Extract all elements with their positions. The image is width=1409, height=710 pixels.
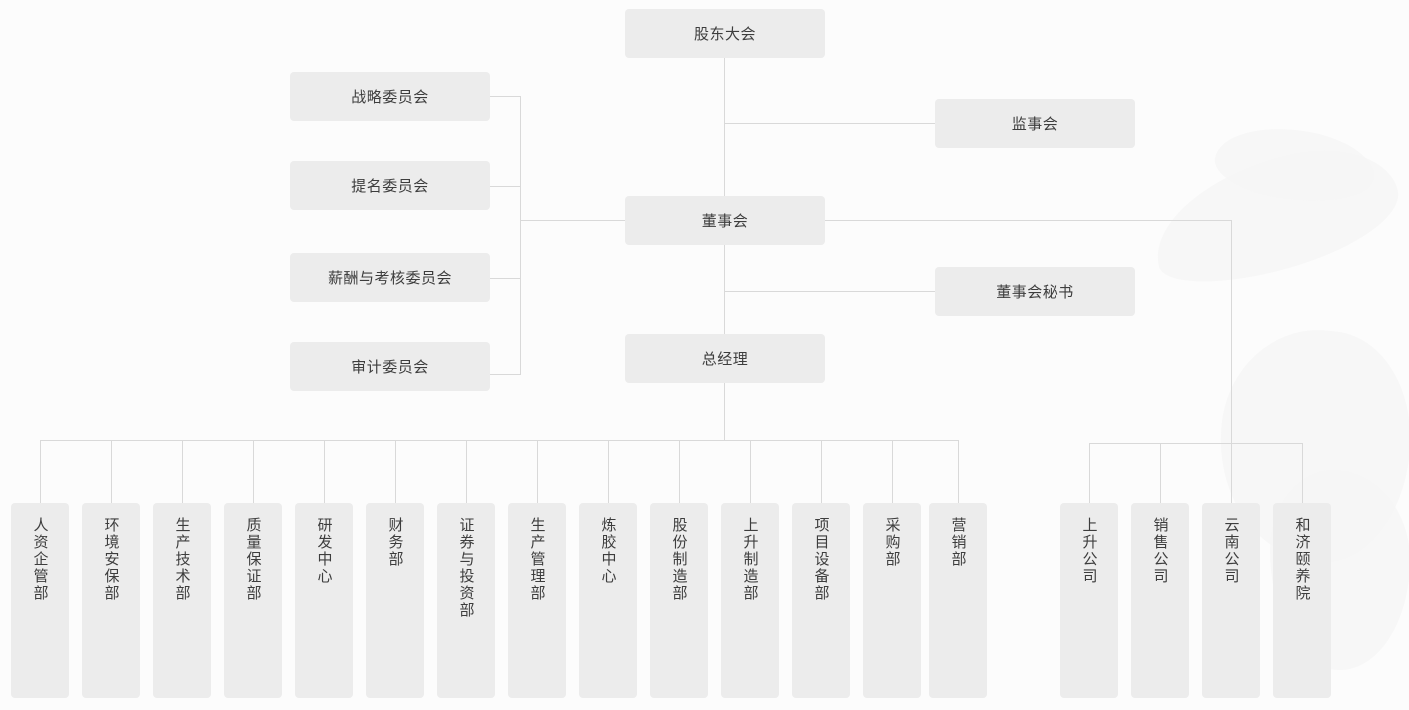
- connector-department-drop-6: [395, 440, 396, 503]
- node-label: 董事会秘书: [996, 284, 1074, 301]
- node-label: 股东大会: [693, 26, 756, 43]
- node-label: 云南公司: [1222, 517, 1240, 585]
- node-department-rubber-mixing-center[interactable]: 炼胶中心: [579, 503, 637, 698]
- node-subsidiary-shangsheng-company[interactable]: 上升公司: [1060, 503, 1118, 698]
- connector-department-drop-1: [40, 440, 41, 503]
- node-label: 股份制造部: [670, 517, 688, 602]
- node-label: 环境安保部: [102, 517, 120, 602]
- connector-department-drop-14: [958, 440, 959, 503]
- node-general-manager[interactable]: 总经理: [625, 334, 825, 383]
- connector-board-to-committee-bus: [520, 220, 625, 221]
- node-label: 董事会: [701, 213, 749, 230]
- connector-committee-3: [490, 278, 520, 279]
- connector-committee-4: [490, 374, 520, 375]
- connector-board-to-secretary-drop: [724, 244, 725, 291]
- connector-committee-1: [490, 96, 520, 97]
- node-department-shareholding-manufacturing[interactable]: 股份制造部: [650, 503, 708, 698]
- node-label: 证券与投资部: [457, 517, 475, 619]
- connector-shareholders-to-board: [724, 58, 725, 196]
- background-watermark-shape: [1140, 131, 1409, 299]
- node-department-production-management[interactable]: 生产管理部: [508, 503, 566, 698]
- node-label: 营销部: [949, 517, 967, 568]
- node-label: 提名委员会: [351, 178, 429, 195]
- node-label: 和济颐养院: [1293, 517, 1311, 602]
- node-department-project-equipment[interactable]: 项目设备部: [792, 503, 850, 698]
- node-label: 炼胶中心: [599, 517, 617, 585]
- node-department-environment-security[interactable]: 环境安保部: [82, 503, 140, 698]
- node-shareholders-meeting[interactable]: 股东大会: [625, 9, 825, 58]
- connector-subsidiary-drop-4: [1302, 443, 1303, 503]
- connector-subsidiary-drop-2: [1160, 443, 1161, 503]
- connector-gm-to-department-bus: [724, 383, 725, 440]
- connector-subsidiary-drop-3: [1231, 443, 1232, 503]
- connector-department-drop-4: [253, 440, 254, 503]
- connector-department-drop-12: [821, 440, 822, 503]
- node-department-shangsheng-manufacturing[interactable]: 上升制造部: [721, 503, 779, 698]
- node-department-hr-enterprise-management[interactable]: 人资企管部: [11, 503, 69, 698]
- node-label: 质量保证部: [244, 517, 262, 602]
- connector-subsidiary-bus: [1089, 443, 1302, 444]
- node-label: 总经理: [701, 351, 749, 368]
- node-department-quality-assurance[interactable]: 质量保证部: [224, 503, 282, 698]
- connector-department-drop-7: [466, 440, 467, 503]
- background-watermark-shape: [1210, 116, 1380, 214]
- connector-department-drop-2: [111, 440, 112, 503]
- node-board-secretary[interactable]: 董事会秘书: [935, 267, 1135, 316]
- node-label: 生产管理部: [528, 517, 546, 602]
- node-label: 审计委员会: [351, 359, 429, 376]
- node-committee-strategy[interactable]: 战略委员会: [290, 72, 490, 121]
- connector-committee-bus: [520, 96, 521, 375]
- node-department-rnd-center[interactable]: 研发中心: [295, 503, 353, 698]
- node-department-marketing[interactable]: 营销部: [929, 503, 987, 698]
- connector-subsidiary-riser: [1231, 220, 1232, 443]
- connector-committee-2: [490, 186, 520, 187]
- node-label: 生产技术部: [173, 517, 191, 602]
- node-department-procurement[interactable]: 采购部: [863, 503, 921, 698]
- node-department-finance[interactable]: 财务部: [366, 503, 424, 698]
- node-label: 项目设备部: [812, 517, 830, 602]
- node-label: 销售公司: [1151, 517, 1169, 585]
- node-label: 监事会: [1011, 116, 1059, 133]
- connector-department-drop-9: [608, 440, 609, 503]
- connector-subsidiary-drop-1: [1089, 443, 1090, 503]
- connector-department-bus: [40, 440, 958, 441]
- node-department-production-technology[interactable]: 生产技术部: [153, 503, 211, 698]
- node-label: 财务部: [386, 517, 404, 568]
- node-supervisory-board[interactable]: 监事会: [935, 99, 1135, 148]
- node-committee-audit[interactable]: 审计委员会: [290, 342, 490, 391]
- node-label: 战略委员会: [351, 89, 429, 106]
- node-department-securities-investment[interactable]: 证券与投资部: [437, 503, 495, 698]
- node-label: 上升制造部: [741, 517, 759, 602]
- connector-department-drop-5: [324, 440, 325, 503]
- node-label: 薪酬与考核委员会: [327, 270, 452, 287]
- node-committee-compensation-appraisal[interactable]: 薪酬与考核委员会: [290, 253, 490, 302]
- node-board-of-directors[interactable]: 董事会: [625, 196, 825, 245]
- node-label: 采购部: [883, 517, 901, 568]
- node-committee-nomination[interactable]: 提名委员会: [290, 161, 490, 210]
- connector-department-drop-13: [892, 440, 893, 503]
- connector-department-drop-10: [679, 440, 680, 503]
- node-subsidiary-yunnan-company[interactable]: 云南公司: [1202, 503, 1260, 698]
- node-subsidiary-sales-company[interactable]: 销售公司: [1131, 503, 1189, 698]
- node-subsidiary-heji-nursing-home[interactable]: 和济颐养院: [1273, 503, 1331, 698]
- connector-shareholders-to-supervisory: [724, 123, 935, 124]
- connector-department-drop-8: [537, 440, 538, 503]
- connector-department-drop-11: [750, 440, 751, 503]
- node-label: 研发中心: [315, 517, 333, 585]
- connector-board-to-secretary: [724, 291, 935, 292]
- connector-board-to-subsidiary-branch: [825, 220, 1231, 221]
- node-label: 上升公司: [1080, 517, 1098, 585]
- connector-department-drop-3: [182, 440, 183, 503]
- node-label: 人资企管部: [31, 517, 49, 602]
